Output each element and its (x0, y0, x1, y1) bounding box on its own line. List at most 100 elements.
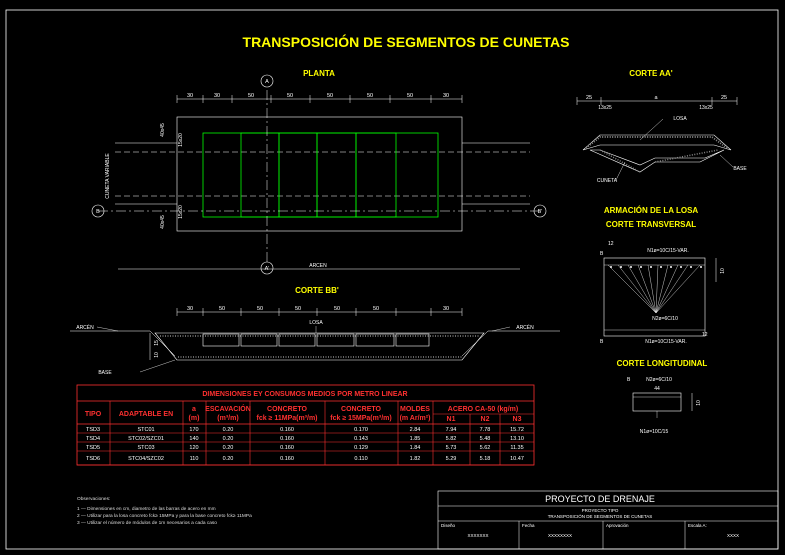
table-cell: 5.18 (480, 456, 491, 462)
consumption-table: DIMENSIONES EY CONSUMOS MEDIOS POR METRO… (76, 384, 535, 466)
tb-project: PROYECTO DE DRENAJE (545, 494, 655, 504)
corte-bb-dim-5: 50 (373, 306, 379, 312)
table-cell: 13.10 (510, 436, 524, 442)
armacion-dim-12-bottom: 12 (702, 332, 708, 338)
corte-bb-arcen-right: ARCÉN (516, 324, 534, 331)
table-cell: 0.20 (223, 445, 234, 451)
notes-heading: Observaciones: (77, 496, 110, 502)
th-escavacion-unit: (m³/m) (217, 415, 238, 422)
corte-bb-dim-3: 50 (295, 306, 301, 312)
note-3: 3 — Utilizar el número de módulos de 1m … (77, 520, 217, 526)
table-cell: 1.82 (410, 456, 421, 462)
table-cell: 0.20 (223, 456, 234, 462)
axis-a-label: A (265, 79, 269, 85)
tb-fecha-label: Fecha (522, 523, 535, 528)
corte-bb-dim-10: 10 (154, 352, 160, 358)
tb-fecha-value: XXXXXXXX (548, 533, 572, 538)
th-concreto-1: CONCRETO (267, 406, 307, 413)
planta-dim-ticks (176, 95, 463, 103)
dim-15x20-bottom: 15x20 (178, 205, 184, 219)
th-a: a (192, 406, 196, 413)
table-cell: 120 (189, 445, 198, 451)
th-concreto-2-sub: fck ≥ 15MPa(m³/m) (330, 415, 391, 422)
arcen-label: ARCEN (309, 263, 327, 269)
corte-aa-13x25-left: 13x25 (598, 105, 612, 111)
corte-long-b: B (627, 377, 631, 383)
table-cell: 5.62 (480, 445, 491, 451)
th-moldes-unit: (m Ar/m²) (400, 415, 431, 422)
th-n3: N3 (513, 416, 522, 423)
corte-bb-arcen-left: ARCÉN (76, 324, 94, 331)
notes-block: Observaciones: 1 — Dimensiones en cm, di… (77, 496, 252, 526)
armacion-dim-10: 10 (720, 268, 726, 274)
table-cell: 7.78 (480, 427, 491, 433)
th-concreto-2: CONCRETO (341, 406, 381, 413)
corte-aa-cuneta-label: CUNETA (597, 178, 618, 184)
table-cell: TSD5 (86, 445, 100, 451)
corte-long-dim-44: 44 (654, 386, 660, 392)
corte-bb-base (154, 332, 485, 361)
tb-diseno-value: XXXXXXX (467, 533, 488, 538)
table-cell: 5.82 (446, 436, 457, 442)
table-cell: 0.160 (280, 456, 294, 462)
armacion-bottom-bar: N1ø=10C/15-VAR. (645, 339, 686, 345)
dim-40x45-bottom: 40x45 (160, 215, 166, 229)
sheet-border (5, 9, 779, 550)
corte-bb-dim-1: 50 (219, 306, 225, 312)
cuneta-variable-label: CUNETA VARIABLE (105, 153, 111, 199)
th-adaptable: ADAPTABLE EN (119, 411, 173, 418)
armacion-mid-bar: N2ø=6C/10 (652, 316, 678, 322)
th-n2: N2 (481, 416, 490, 423)
dim-15x20-top: 15x20 (178, 133, 184, 147)
corte-aa-base-label: BASE (733, 166, 747, 172)
table-cell: TSD4 (86, 436, 100, 442)
corte-bb-dim-2: 50 (257, 306, 263, 312)
corte-aa-losa-label: LOSA (673, 116, 687, 122)
armacion-slab-rect (603, 257, 706, 337)
planta-dim-0: 30 (187, 93, 193, 99)
corte-long-heading: CORTE LONGITUDINAL (617, 359, 708, 368)
table-cell: 10.47 (510, 456, 524, 462)
armacion-heading-1: ARMACIÓN DE LA LOSA (604, 206, 699, 215)
corte-aa-dim-left: 25 (586, 95, 592, 101)
table-cell: STC03 (137, 445, 154, 451)
corte-bb-dim-15: 15 (154, 340, 160, 346)
table-cell: 1.84 (410, 445, 421, 451)
table-cell: 0.110 (354, 456, 367, 462)
planta-heading: PLANTA (303, 69, 335, 78)
axis-b-label: B (96, 209, 100, 215)
table-cell: 170 (189, 427, 198, 433)
table-caption: DIMENSIONES EY CONSUMOS MEDIOS POR METRO… (202, 391, 407, 398)
planta-dim-4: 50 (327, 93, 333, 99)
planta-view: PLANTA 30 30 50 50 50 50 50 30 (91, 69, 547, 275)
planta-dim-1: 30 (214, 93, 220, 99)
planta-slabs (202, 132, 439, 218)
th-moldes: MOLDES (400, 406, 430, 413)
corte-bb-slab-segments (202, 333, 430, 347)
table-cell: 1.85 (410, 436, 421, 442)
table-cell: STC02/SZC01 (128, 436, 164, 442)
th-concreto-1-sub: fck ≥ 11MPa(m³/m) (256, 415, 317, 422)
planta-dim-6: 50 (407, 93, 413, 99)
corte-aa-dim-right: 25 (721, 95, 727, 101)
planta-outer-contour (176, 116, 463, 232)
note-2: 2 — Utilizar para la losa concreto fck≥ … (77, 513, 252, 519)
armacion-heading-2: CORTE TRANSVERSAL (606, 220, 696, 229)
corte-aa-view: CORTE AA' 25 a 25 13x25 13x25 LOSA BASE … (576, 69, 747, 184)
title-block: PROYECTO DE DRENAJE PROYECTO TIPO TRANSP… (437, 490, 779, 550)
corte-aa-base (589, 149, 725, 173)
corte-bb-dim-0: 30 (187, 306, 193, 312)
armacion-fan-bars (607, 264, 701, 314)
corte-bb-losa-label: LOSA (309, 320, 323, 326)
table-cell: 0.20 (223, 436, 234, 442)
th-n1: N1 (447, 416, 456, 423)
tb-aprovacion-label: Aprovación (606, 523, 629, 528)
table-cell: 5.73 (446, 445, 457, 451)
corte-long-bottom-bar: N1ø=10C/15 (640, 429, 669, 435)
table-cell: 0.160 (280, 436, 294, 442)
table-cell: STC04/SZC02 (128, 456, 164, 462)
table-cell: 2.84 (410, 427, 421, 433)
planta-dim-2: 50 (248, 93, 254, 99)
